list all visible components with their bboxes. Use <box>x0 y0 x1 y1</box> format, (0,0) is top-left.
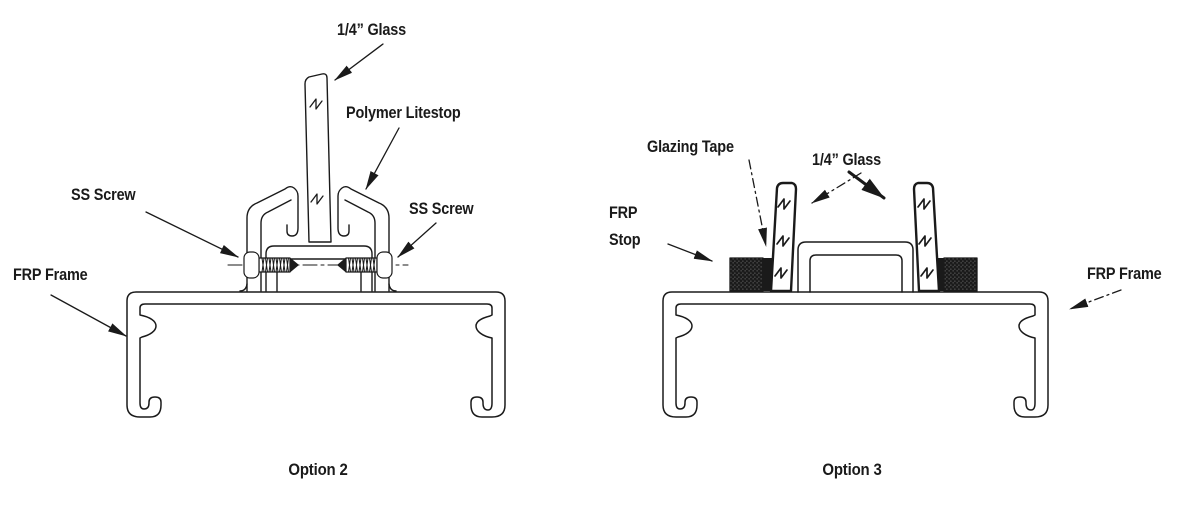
option3-frp-frame-profile <box>662 291 1049 418</box>
glass-arrow-right <box>847 170 886 200</box>
option2-polymer-litestop <box>239 186 397 292</box>
label-glazing-tape: Glazing Tape <box>647 137 734 156</box>
frp-stop-right <box>943 257 978 292</box>
label-frp-frame-left: FRP Frame <box>13 265 88 284</box>
ss-screw-left-arrow <box>145 211 239 258</box>
option3-glass-pane-right <box>912 181 941 293</box>
option2-frp-frame-profile <box>126 291 506 418</box>
glass-arrow <box>334 43 384 81</box>
frame-arrow <box>1069 289 1122 310</box>
label-glass-option2: 1/4” Glass <box>337 20 406 39</box>
ss-screw-right-arrow <box>397 222 437 258</box>
frp-stop-left <box>729 257 764 292</box>
litestop-arrow <box>365 127 400 190</box>
label-glass-option3: 1/4” Glass <box>812 150 881 169</box>
label-frp-frame-right: FRP Frame <box>1087 264 1162 283</box>
label-polymer-litestop: Polymer Litestop <box>346 103 461 122</box>
option3-center-ridge <box>797 241 914 293</box>
glass-arrow-left <box>811 172 862 204</box>
label-frp-stop: FRP Stop <box>609 199 641 253</box>
option2-drawing <box>50 43 506 418</box>
option3-drawing <box>662 159 1122 418</box>
label-ss-screw-right: SS Screw <box>409 199 474 218</box>
glazing-tape-right <box>937 258 944 291</box>
label-frp-stop-line2: Stop <box>609 230 641 250</box>
caption-option2: Option 2 <box>288 460 348 479</box>
option3-annotation-arrows <box>667 159 1122 310</box>
glazing-tape-arrow <box>748 159 767 247</box>
option2-annotation-arrows <box>50 43 437 337</box>
label-ss-screw-left: SS Screw <box>71 185 136 204</box>
ss-screw-right <box>337 251 393 279</box>
frame-arrow <box>50 294 127 337</box>
frp-stop-arrow <box>667 243 713 262</box>
label-frp-stop-line1: FRP <box>609 203 638 222</box>
caption-option3: Option 3 <box>822 460 882 479</box>
option2-glass-pane <box>304 73 332 243</box>
ss-screw-left <box>243 251 299 279</box>
